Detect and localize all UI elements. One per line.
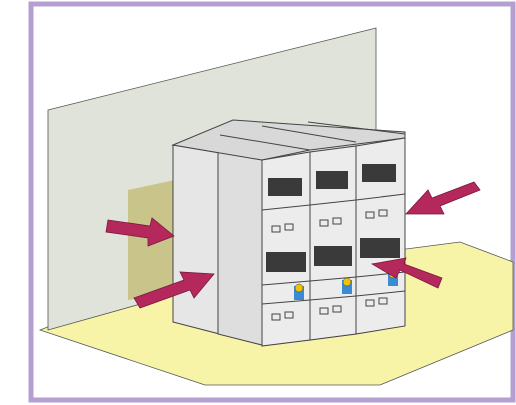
display-panel (314, 246, 352, 266)
panel-divider (309, 276, 357, 282)
panel-divider (261, 299, 311, 305)
indicator-slot (284, 223, 294, 231)
top-seam-2 (261, 125, 357, 143)
indicator-slot (378, 209, 388, 217)
status-badge (388, 272, 398, 286)
top-seam-1 (219, 134, 311, 151)
panel-divider (355, 193, 406, 201)
cabinet-1 (261, 151, 311, 347)
indicator-lamp (294, 283, 304, 293)
panel-divider (355, 290, 406, 297)
panel-divider (309, 295, 357, 301)
cabinet-2 (309, 145, 357, 341)
indicator-slot (378, 297, 388, 305)
arrow-left-upper (105, 217, 175, 247)
indicator-slot (365, 211, 375, 219)
display-panel (316, 171, 348, 189)
indicator-slot (332, 217, 342, 225)
panel-divider (261, 280, 311, 286)
arrow-left-lower (133, 271, 215, 309)
indicator-slot (319, 219, 329, 227)
arrow-right-upper (405, 181, 481, 215)
indicator-lamp (342, 277, 352, 287)
display-panel (362, 164, 396, 182)
cabinet-left-side-panel (217, 151, 263, 346)
display-panel (268, 178, 302, 196)
status-badge (342, 280, 352, 294)
panel-divider (309, 199, 357, 206)
status-badge (294, 286, 304, 300)
indicator-slot (365, 299, 375, 307)
top-seam-3 (307, 121, 406, 135)
cabinet-3 (355, 137, 406, 335)
indicator-slot (271, 225, 281, 233)
indicator-slot (319, 307, 329, 315)
arrow-right-lower (370, 257, 443, 289)
indicator-slot (271, 313, 281, 321)
display-panel (266, 252, 306, 272)
indicator-slot (284, 311, 294, 319)
display-panel (360, 238, 400, 258)
panel-divider (261, 204, 311, 211)
indicator-slot (332, 305, 342, 313)
